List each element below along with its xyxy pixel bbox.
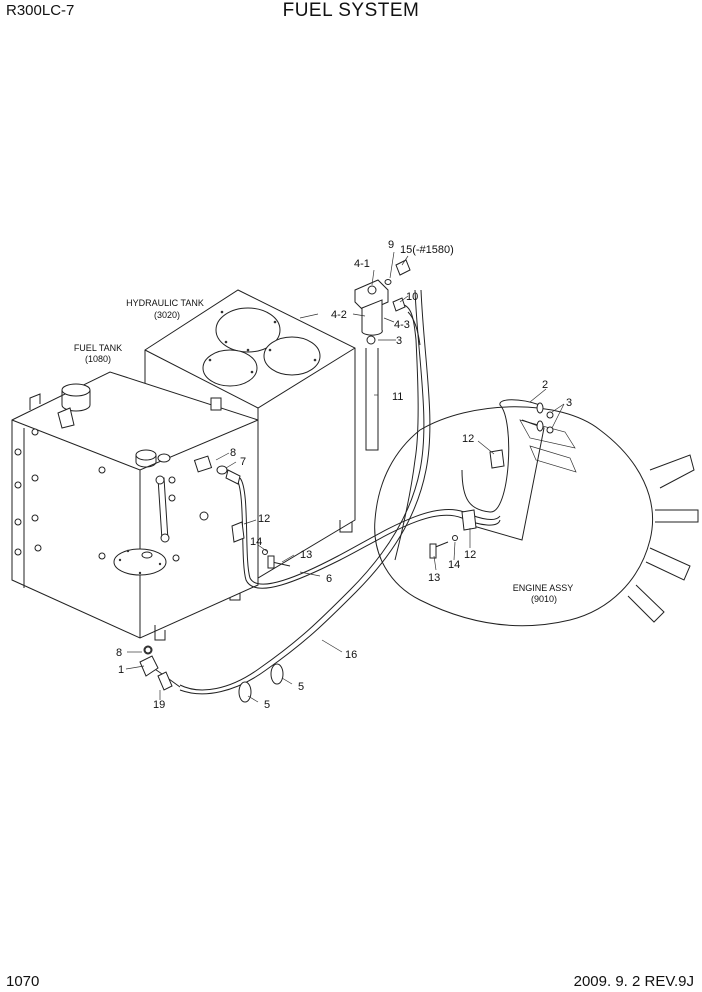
hydraulic-tank-label: HYDRAULIC TANK bbox=[126, 298, 204, 308]
callout-10: 10 bbox=[406, 291, 418, 303]
callout-13-engine: 13 bbox=[428, 572, 440, 584]
fuel-lines bbox=[139, 289, 554, 703]
callout-9: 9 bbox=[388, 239, 394, 251]
callout-4-2: 4-2 bbox=[331, 309, 347, 321]
hydraulic-tank-ref: (3020) bbox=[154, 310, 180, 320]
page-number: 1070 bbox=[6, 973, 40, 990]
date-revision: 2009. 9. 2 REV.9J bbox=[573, 973, 694, 990]
page-title: FUEL SYSTEM bbox=[282, 0, 420, 21]
callout-12-engine-upper: 12 bbox=[462, 433, 474, 445]
engine-assy-label: ENGINE ASSY bbox=[513, 583, 574, 593]
callout-1: 1 bbox=[118, 664, 124, 676]
engine-assy bbox=[374, 406, 699, 627]
leader-lines bbox=[125, 251, 565, 703]
callout-5-upper: 5 bbox=[298, 681, 304, 693]
callout-12-engine-lower: 12 bbox=[464, 549, 476, 561]
callout-3-filter: 3 bbox=[396, 335, 402, 347]
callout-15: 15(-#1580) bbox=[400, 244, 454, 256]
fuel-tank bbox=[11, 371, 259, 641]
callout-14-engine: 14 bbox=[448, 559, 460, 571]
callout-5-lower: 5 bbox=[264, 699, 270, 711]
callout-2: 2 bbox=[542, 379, 548, 391]
fuel-tank-ref: (1080) bbox=[85, 354, 111, 364]
callout-7: 7 bbox=[240, 456, 246, 468]
callout-11: 11 bbox=[392, 391, 403, 403]
engine-assy-ref: (9010) bbox=[531, 594, 557, 604]
callout-14-tank: 14 bbox=[250, 536, 262, 548]
callout-16: 16 bbox=[345, 649, 357, 661]
callout-4-1: 4-1 bbox=[354, 258, 370, 270]
callout-4-3: 4-3 bbox=[394, 319, 410, 331]
callout-8-lower: 8 bbox=[116, 647, 122, 659]
fuel-filter bbox=[354, 259, 411, 451]
fuel-tank-label: FUEL TANK bbox=[74, 343, 122, 353]
model-code: R300LC-7 bbox=[6, 2, 75, 19]
callout-19: 19 bbox=[153, 699, 165, 711]
callout-3: 3 bbox=[566, 397, 572, 409]
callout-13-tank: 13 bbox=[300, 549, 312, 561]
callout-8-upper: 8 bbox=[230, 447, 236, 459]
callout-6: 6 bbox=[326, 573, 332, 585]
callout-12-tank: 12 bbox=[258, 513, 270, 525]
